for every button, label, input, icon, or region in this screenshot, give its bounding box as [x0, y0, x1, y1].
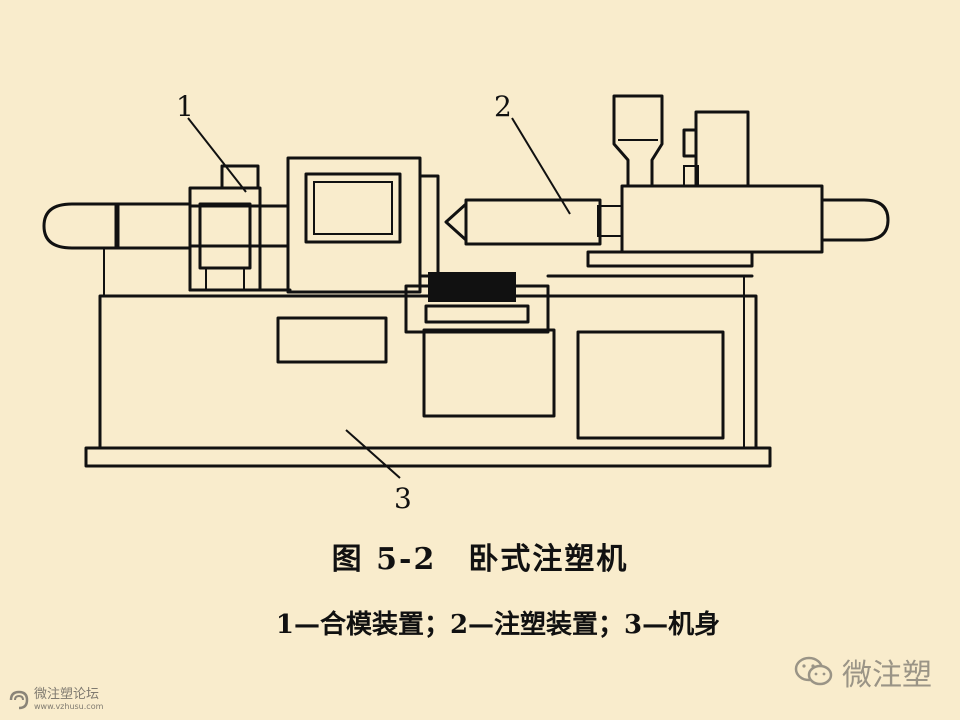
injection-unit	[620, 184, 824, 254]
wechat-watermark-text: 微注塑	[842, 658, 932, 693]
label-2: 2	[494, 90, 512, 123]
leader-line-3	[345, 429, 401, 479]
injection-rail	[586, 250, 754, 268]
body-panel-left	[276, 316, 388, 364]
wechat-icon	[794, 656, 833, 686]
figure-legend: 1—合模装置；2—注塑装置；3—机身	[275, 610, 721, 640]
leader-line-1	[187, 117, 247, 193]
label-3: 3	[394, 482, 412, 515]
injection-carriage	[424, 304, 530, 324]
body-panel-right	[576, 330, 725, 440]
clamp-cylinder	[42, 202, 120, 250]
mold-window	[304, 172, 402, 244]
base-plate	[84, 446, 772, 468]
label-1: 1	[176, 90, 194, 123]
figure-title: 图 5-2 卧式注塑机	[331, 542, 629, 577]
forum-watermark: 微注塑论坛 www.vzhusu.com	[8, 688, 103, 711]
body-panel-center	[422, 328, 556, 418]
drive-motor	[694, 110, 750, 188]
hopper	[612, 94, 664, 188]
carriage-spring	[428, 272, 516, 302]
forum-watermark-url: www.vzhusu.com	[34, 702, 104, 711]
injection-nozzle	[444, 202, 468, 242]
machine-body	[98, 294, 758, 450]
forum-watermark-text: 微注塑论坛	[34, 687, 100, 702]
injection-barrel	[464, 198, 602, 246]
leader-line-2	[511, 117, 571, 215]
wechat-watermark: 微注塑	[794, 650, 932, 694]
forum-logo-icon	[9, 690, 29, 709]
clamp-cylinder-body	[114, 202, 192, 250]
injection-cylinder-cap	[820, 198, 890, 242]
